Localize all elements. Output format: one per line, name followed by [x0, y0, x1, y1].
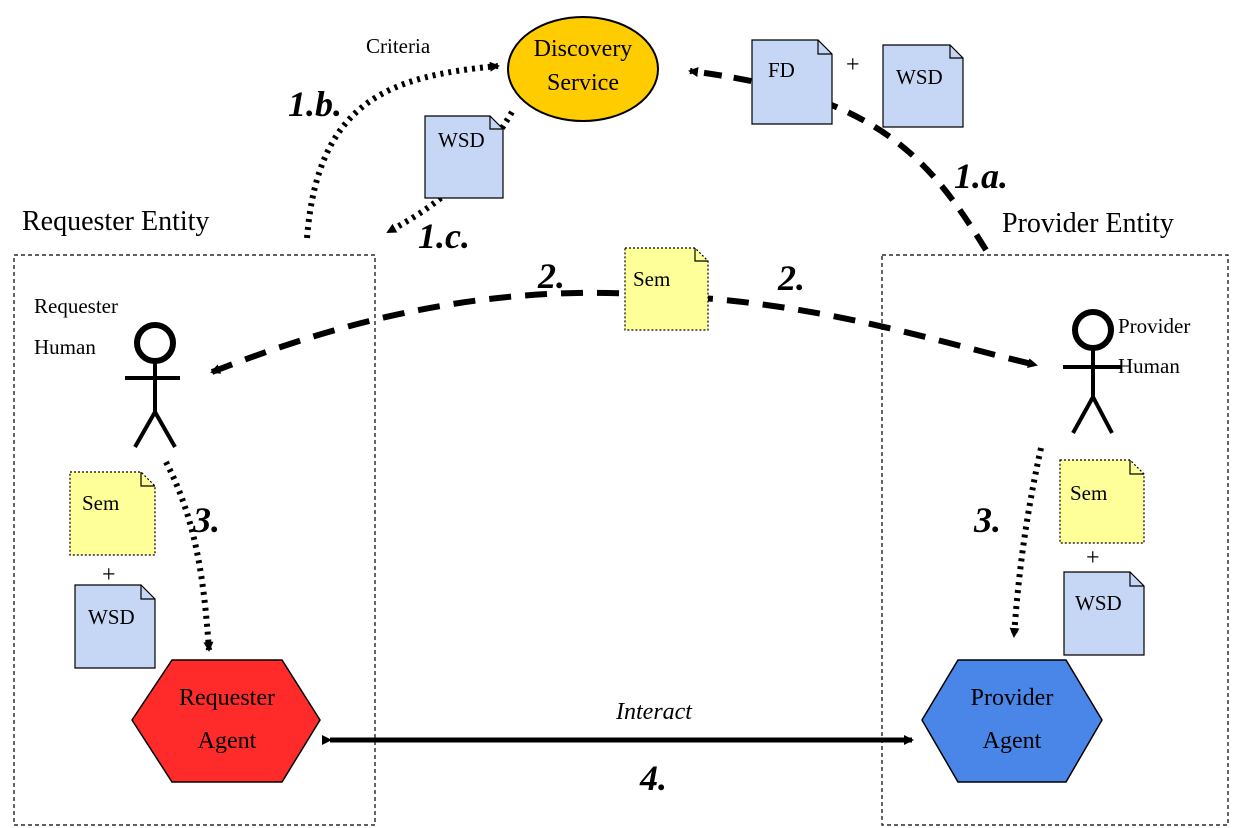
sem-document-requester: Sem	[69, 471, 156, 556]
arrow-1a	[688, 67, 989, 252]
arrow-1b	[304, 61, 500, 239]
wsd-document-provider-label: WSD	[1075, 591, 1122, 615]
wsd-document-provider: WSD	[1063, 571, 1145, 656]
requester-agent-node	[131, 659, 321, 783]
arrow-2-to-requester	[210, 289, 656, 375]
step-3-right: 3.	[973, 500, 1001, 540]
fd-document: FD	[751, 39, 833, 125]
step-3-left: 3.	[192, 500, 220, 540]
step-4: 4.	[639, 758, 667, 798]
provider-agent-node	[921, 659, 1103, 783]
fd-document-label: FD	[768, 58, 795, 82]
requester-human-figure	[125, 322, 180, 448]
step-1c: 1.c.	[418, 216, 470, 256]
criteria-label: Criteria	[366, 34, 431, 58]
step-1a: 1.a.	[954, 156, 1008, 196]
discovery-service-label-line2: Service	[547, 70, 619, 96]
plus-provider: +	[1086, 545, 1100, 571]
provider-human-label-line2: Human	[1118, 354, 1180, 378]
arrow-3-provider	[1009, 447, 1044, 638]
discovery-service-label-line1: Discovery	[534, 36, 633, 62]
step-2-right: 2.	[777, 258, 805, 298]
provider-entity-box	[881, 254, 1229, 826]
discovery-service-node	[507, 16, 659, 122]
sem-document-provider-label: Sem	[1070, 481, 1107, 505]
sem-document-requester-label: Sem	[82, 491, 119, 515]
requester-agent-label-line1: Requester	[179, 685, 275, 711]
sem-document-center-label: Sem	[633, 267, 670, 291]
wsd-document-discovery-label: WSD	[438, 128, 485, 152]
plus-requester: +	[102, 562, 116, 588]
wsd-document-top: WSD	[882, 44, 964, 128]
requester-human-label-line1: Requester	[34, 294, 118, 318]
sem-document-center: Sem	[624, 247, 709, 331]
requester-agent-label-line2: Agent	[198, 728, 257, 754]
requester-human-label-line2: Human	[34, 335, 96, 359]
step-2-left: 2.	[537, 256, 565, 296]
provider-agent-label-line1: Provider	[971, 685, 1054, 711]
provider-human-label-line1: Provider	[1118, 314, 1190, 338]
provider-entity-label: Provider Entity	[1002, 208, 1174, 239]
arrow-2-to-provider	[654, 292, 1038, 369]
wsd-document-requester: WSD	[74, 584, 156, 669]
sem-document-provider: Sem	[1059, 459, 1145, 544]
wsd-document-top-label: WSD	[896, 65, 943, 89]
requester-entity-label: Requester Entity	[22, 206, 209, 237]
provider-human-figure	[1063, 309, 1122, 434]
requester-entity-box	[13, 254, 376, 826]
arrow-3-requester	[163, 460, 214, 652]
interact-label: Interact	[615, 699, 693, 725]
plus-top: +	[846, 52, 860, 78]
provider-agent-label-line2: Agent	[983, 728, 1042, 754]
step-1b: 1.b.	[288, 84, 342, 124]
wsd-document-requester-label: WSD	[88, 605, 135, 629]
wsd-document-discovery: WSD	[424, 115, 504, 199]
